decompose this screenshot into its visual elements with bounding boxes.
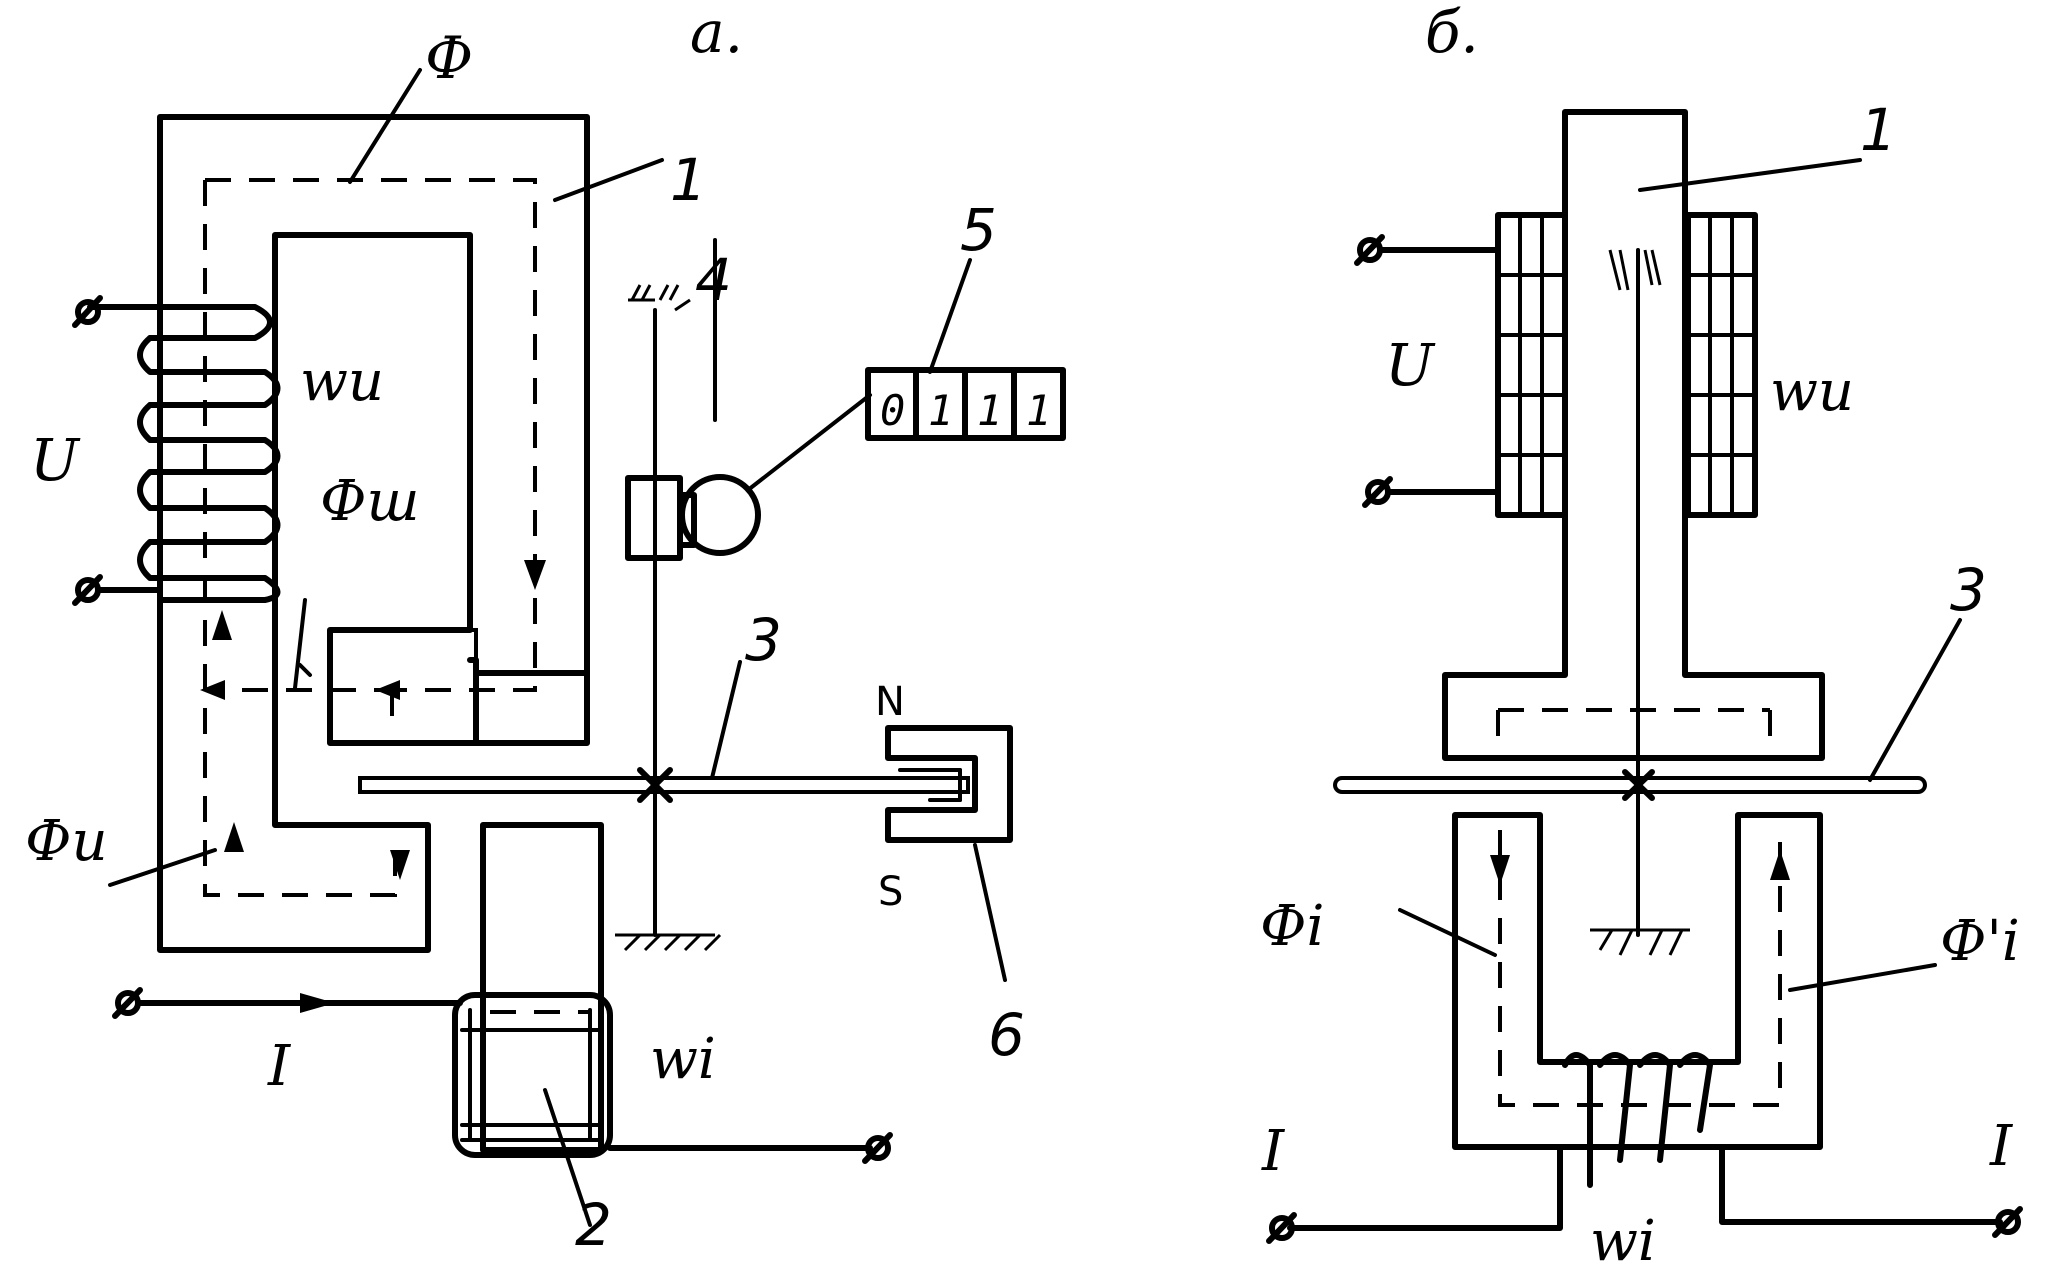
- current-terminal-b-right: [1995, 1209, 2021, 1235]
- label-part-4: 4: [695, 246, 732, 314]
- panel-b-title: б.: [1425, 0, 1479, 66]
- flux-arrow-b-up: [1770, 850, 1790, 880]
- label-part-5: 5: [960, 196, 997, 264]
- voltage-coil-b-right: [1685, 212, 1758, 518]
- current-coil-b: [1562, 1052, 1713, 1188]
- counter-digit-0: 0: [880, 386, 905, 435]
- flux-arrow-b-down: [1490, 855, 1510, 885]
- current-arrow: [300, 993, 335, 1013]
- label-current-b-right: I: [1989, 1114, 2014, 1179]
- brake-magnet: [885, 725, 1013, 843]
- label-north: N: [875, 679, 905, 725]
- current-wire-b-right: [1719, 1144, 2003, 1225]
- current-wire-b-left: [1287, 1144, 1563, 1231]
- flux-arrow-down: [524, 560, 546, 590]
- label-flux-current-b: Фi: [1260, 894, 1324, 959]
- current-coil-winding: [460, 1008, 604, 1142]
- panel-a: a.: [25, 0, 1066, 1259]
- label-flux-shunt: Фш: [320, 469, 420, 534]
- current-coil: [452, 992, 613, 1158]
- label-voltage-a: U: [30, 426, 81, 494]
- label-flux-current-prime-b: Ф'i: [1940, 909, 2020, 974]
- label-winding-current-a: wi: [650, 1027, 716, 1092]
- counter-wheel: [679, 474, 761, 556]
- label-part-1b: 1: [1860, 96, 1897, 164]
- label-flux-voltage: Фu: [25, 809, 108, 874]
- counter-digit-2: 1: [977, 386, 1002, 435]
- spindle-bottom-bearing: [615, 933, 722, 952]
- label-winding-voltage-b: wu: [1770, 359, 1854, 424]
- label-part-3a: 3: [745, 606, 782, 674]
- voltage-terminal-top: [75, 299, 101, 325]
- label-part-6: 6: [988, 1001, 1025, 1069]
- spindle-top-bearing: [628, 284, 691, 312]
- flux-arrow-left: [200, 680, 225, 700]
- flux-arrow-shunt-left: [375, 680, 400, 700]
- flux-arrow-down-bottom: [390, 850, 410, 880]
- counter-digit-3: 1: [1026, 386, 1051, 435]
- current-core: [480, 822, 604, 1153]
- label-south: S: [878, 869, 903, 915]
- label-voltage-b: U: [1385, 331, 1436, 399]
- current-terminal-out: [865, 1135, 891, 1161]
- label-current-a: I: [267, 1034, 292, 1099]
- flux-arrow-up-left: [212, 610, 232, 640]
- spindle-b-top-bearing: [1608, 249, 1662, 291]
- voltage-coil: [87, 304, 281, 603]
- label-current-b-left: I: [1261, 1119, 1286, 1184]
- counter-digit-1: 1: [928, 386, 953, 435]
- shunt-block: [328, 628, 478, 745]
- label-winding-current-b: wi: [1590, 1209, 1656, 1273]
- current-terminal-b-left: [1269, 1215, 1295, 1241]
- label-flux-main: Ф: [425, 24, 473, 92]
- disk-axis-mark: [637, 767, 673, 803]
- label-part-3b: 3: [1950, 556, 1987, 624]
- disk-b-axis-mark: [1622, 769, 1655, 801]
- label-part-1a: 1: [670, 146, 707, 214]
- main-flux-path: [203, 178, 537, 897]
- voltage-flux-b: [1496, 708, 1772, 748]
- label-winding-voltage-a: wu: [300, 349, 384, 414]
- current-core-b: [1452, 812, 1823, 1150]
- flux-arrow-up-bottom: [224, 822, 244, 852]
- label-part-2: 2: [575, 1191, 612, 1259]
- counter: 0 1 1 1: [865, 367, 1066, 441]
- panel-b: б.: [1260, 0, 2023, 1273]
- panel-a-title: a.: [690, 0, 743, 66]
- current-flux-b: [1498, 830, 1782, 1107]
- voltage-core-b: [1442, 109, 1825, 761]
- voltage-coil-b-left: [1495, 212, 1568, 518]
- spindle-b-bottom-bearing: [1590, 928, 1690, 956]
